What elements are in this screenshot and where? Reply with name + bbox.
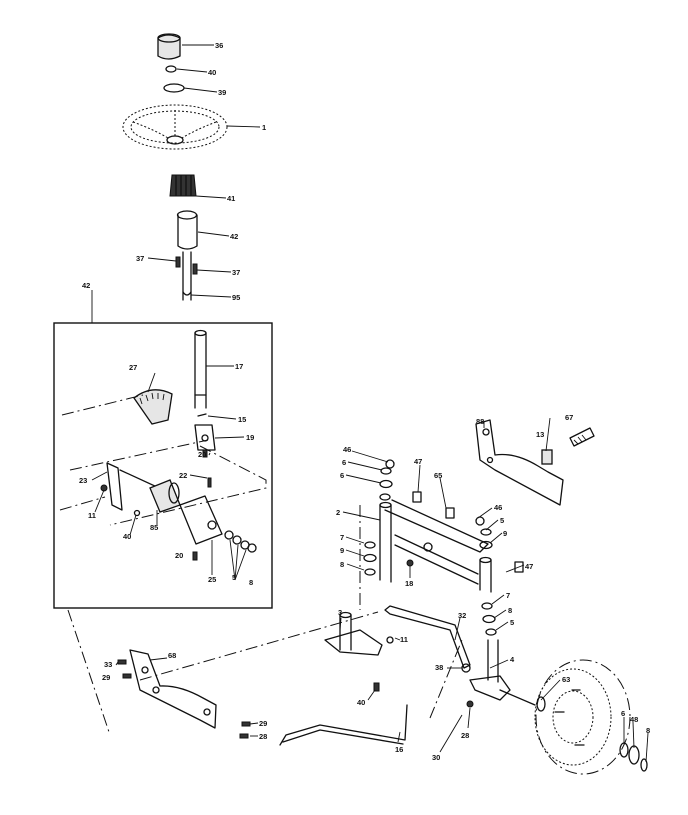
callout-88: 88 <box>476 417 484 426</box>
steering-wheel <box>122 104 228 150</box>
callout-37-right: 37 <box>232 268 240 277</box>
pinion-bracket <box>194 424 216 451</box>
callout-42-inset: 42 <box>82 281 90 290</box>
callout-38: 38 <box>435 663 443 672</box>
callout-19: 19 <box>246 433 254 442</box>
callout-6-wheel: 6 <box>621 709 625 718</box>
callout-39: 39 <box>218 88 226 97</box>
axle-washers <box>363 467 497 636</box>
callout-3: 3 <box>338 608 342 617</box>
callout-22: 22 <box>179 471 187 480</box>
roll-pins-37 <box>175 256 198 275</box>
callout-23: 23 <box>79 476 87 485</box>
callout-5-right-lower: 5 <box>510 618 514 627</box>
spacer-13 <box>541 449 553 465</box>
callout-5-right-upper: 5 <box>500 516 504 525</box>
callout-17: 17 <box>235 362 243 371</box>
callout-5-inset: 5 <box>232 573 236 582</box>
steering-cap <box>157 33 181 60</box>
callout-37-left: 37 <box>136 254 144 263</box>
callout-65: 65 <box>434 471 442 480</box>
callout-47-right: 47 <box>525 562 533 571</box>
callout-28-left: 28 <box>259 732 267 741</box>
callout-42: 42 <box>230 232 238 241</box>
bolts-29-33 <box>117 659 251 739</box>
callout-2: 2 <box>336 508 340 517</box>
washer-39 <box>163 83 185 93</box>
callout-11-inset: 11 <box>88 511 96 520</box>
callout-47-left: 47 <box>414 457 422 466</box>
callout-33: 33 <box>104 660 112 669</box>
callout-46-right: 46 <box>494 503 502 512</box>
callout-28-lower: 28 <box>461 731 469 740</box>
cap-nut <box>165 65 177 73</box>
callout-7-right: 7 <box>506 591 510 600</box>
callout-40-inset: 40 <box>123 532 131 541</box>
callout-9-left: 9 <box>340 546 344 555</box>
left-bracket-68 <box>129 649 217 729</box>
drag-link-16 <box>279 704 408 746</box>
bolt-67 <box>569 427 595 447</box>
callout-67: 67 <box>565 413 573 422</box>
right-spindle-4 <box>469 639 536 706</box>
front-wheel <box>534 659 631 775</box>
callout-40-lower: 40 <box>357 698 365 707</box>
pinion-shaft <box>194 329 207 409</box>
bushing-85 <box>149 479 181 513</box>
callout-20-upper: 20 <box>198 450 206 459</box>
callout-25: 25 <box>208 575 216 584</box>
callout-16: 16 <box>395 745 403 754</box>
callout-41: 41 <box>227 194 235 203</box>
support-plate-25 <box>179 495 223 545</box>
callout-8-right: 8 <box>508 606 512 615</box>
callout-1: 1 <box>262 123 266 132</box>
callout-27: 27 <box>129 363 137 372</box>
washers-5 <box>224 530 250 550</box>
callout-11: 11 <box>400 635 408 644</box>
callout-68: 68 <box>168 651 176 660</box>
steering-shaft-tube <box>176 210 198 301</box>
callout-63: 63 <box>562 675 570 684</box>
callout-29-right: 29 <box>259 719 267 728</box>
callout-8-wheel: 8 <box>646 726 650 735</box>
callout-32: 32 <box>458 611 466 620</box>
callout-9-right: 9 <box>503 529 507 538</box>
callout-85: 85 <box>150 523 158 532</box>
callout-8-inset: 8 <box>249 578 253 587</box>
callout-40: 40 <box>208 68 216 77</box>
callout-6-upper: 6 <box>342 458 346 467</box>
callout-7-left: 7 <box>340 533 344 542</box>
callout-48: 48 <box>630 715 638 724</box>
callout-29-left: 29 <box>102 673 110 682</box>
wheel-washers <box>536 696 648 772</box>
callout-36: 36 <box>215 41 223 50</box>
sector-gear <box>133 389 173 425</box>
callout-20-lower: 20 <box>175 551 183 560</box>
callout-18: 18 <box>405 579 413 588</box>
steering-adapter-gear <box>169 174 197 197</box>
grease-fittings <box>385 459 524 573</box>
callout-15: 15 <box>238 415 246 424</box>
callout-8-left: 8 <box>340 560 344 569</box>
callout-4: 4 <box>510 655 515 664</box>
right-bracket-88 <box>475 419 564 506</box>
left-spindle-3 <box>324 611 383 656</box>
callout-6-lower: 6 <box>340 471 344 480</box>
front-axle-2 <box>379 499 492 593</box>
callout-13: 13 <box>536 430 544 439</box>
callout-95: 95 <box>232 293 240 302</box>
callout-30: 30 <box>432 753 440 762</box>
detail-inset-box <box>53 322 273 609</box>
hardware-11-40 <box>373 636 474 708</box>
callout-46-left: 46 <box>343 445 351 454</box>
